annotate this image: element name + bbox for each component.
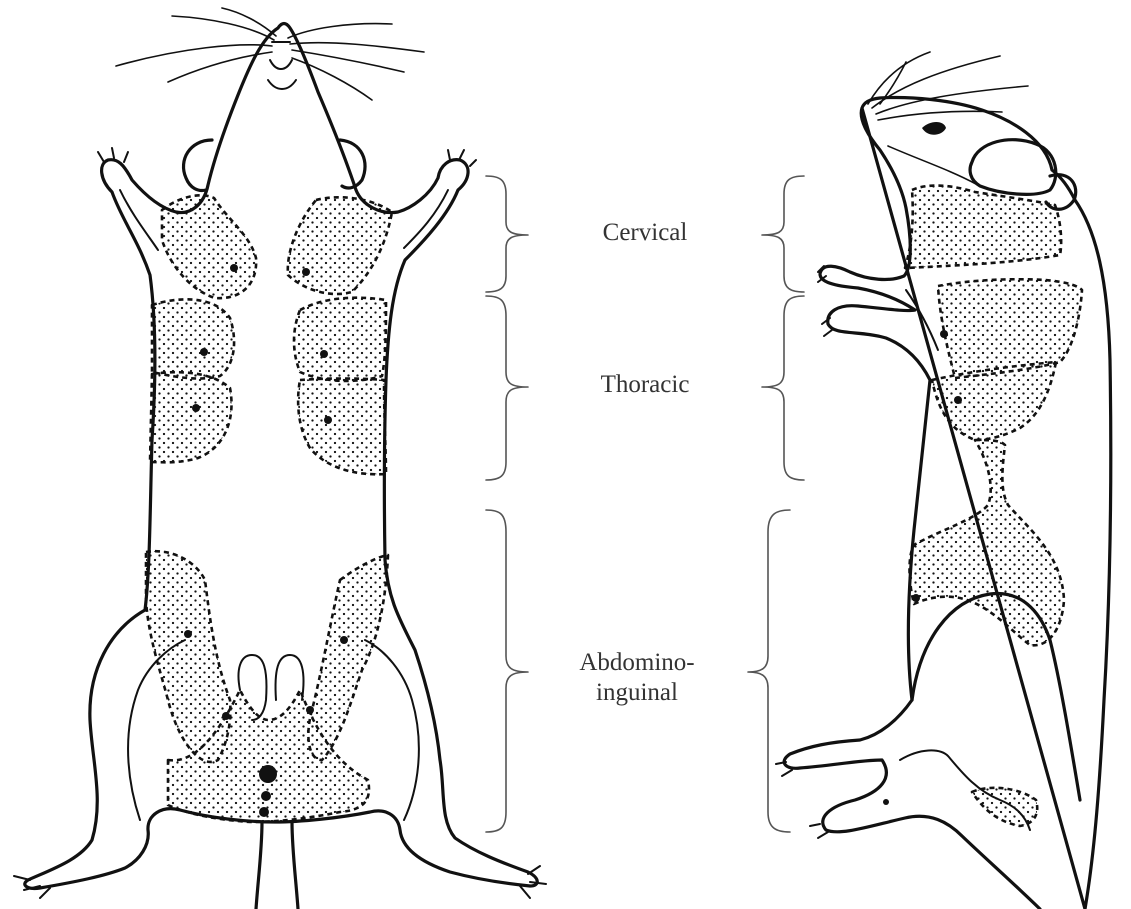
label-thoracic: Thoracic: [545, 370, 745, 400]
label-abdomino-inguinal: Abdomino- inguinal: [537, 648, 737, 708]
ventral-gland-thoracic-right-1: [294, 298, 386, 381]
ventral-whiskers: [116, 8, 424, 100]
ventral-right-thigh: [365, 640, 419, 820]
label-cervical: Cervical: [545, 218, 745, 248]
brace-left-cervical: [486, 176, 528, 292]
label-abdomino-line2: inguinal: [537, 678, 737, 708]
ventral-gland-thoracic-right-2: [298, 379, 386, 475]
ventral-gland-cervical-right: [288, 197, 392, 294]
label-abdomino-line1: Abdomino-: [537, 648, 737, 678]
brace-right-cervical: [762, 176, 804, 292]
ventral-tail: [256, 822, 298, 909]
ventral-gland-thoracic-left-1: [152, 299, 234, 378]
lateral-gland-cervical: [905, 186, 1061, 268]
lateral-eye: [922, 122, 946, 135]
brace-right-thoracic: [762, 296, 804, 480]
brace-left-abdomino: [486, 510, 528, 832]
ventral-gland-abdominal-right: [308, 555, 388, 760]
lateral-gland-thoracic-1: [938, 279, 1082, 378]
lateral-gland-abdominal: [910, 440, 1065, 645]
ventral-right-hand: [448, 150, 476, 166]
lateral-mouse: [776, 52, 1111, 909]
ventral-gland-cervical-left: [162, 195, 256, 298]
brace-left-thoracic: [486, 296, 528, 480]
brace-right-abdomino: [748, 510, 790, 832]
left-braces: [486, 176, 528, 832]
ventral-mouse: [14, 8, 546, 909]
right-braces: [748, 176, 804, 832]
lateral-gland-inguinal: [972, 788, 1037, 826]
ventral-snout: [268, 42, 296, 89]
lateral-ear-inner: [970, 140, 1056, 195]
ventral-gland-thoracic-left-2: [150, 372, 232, 462]
